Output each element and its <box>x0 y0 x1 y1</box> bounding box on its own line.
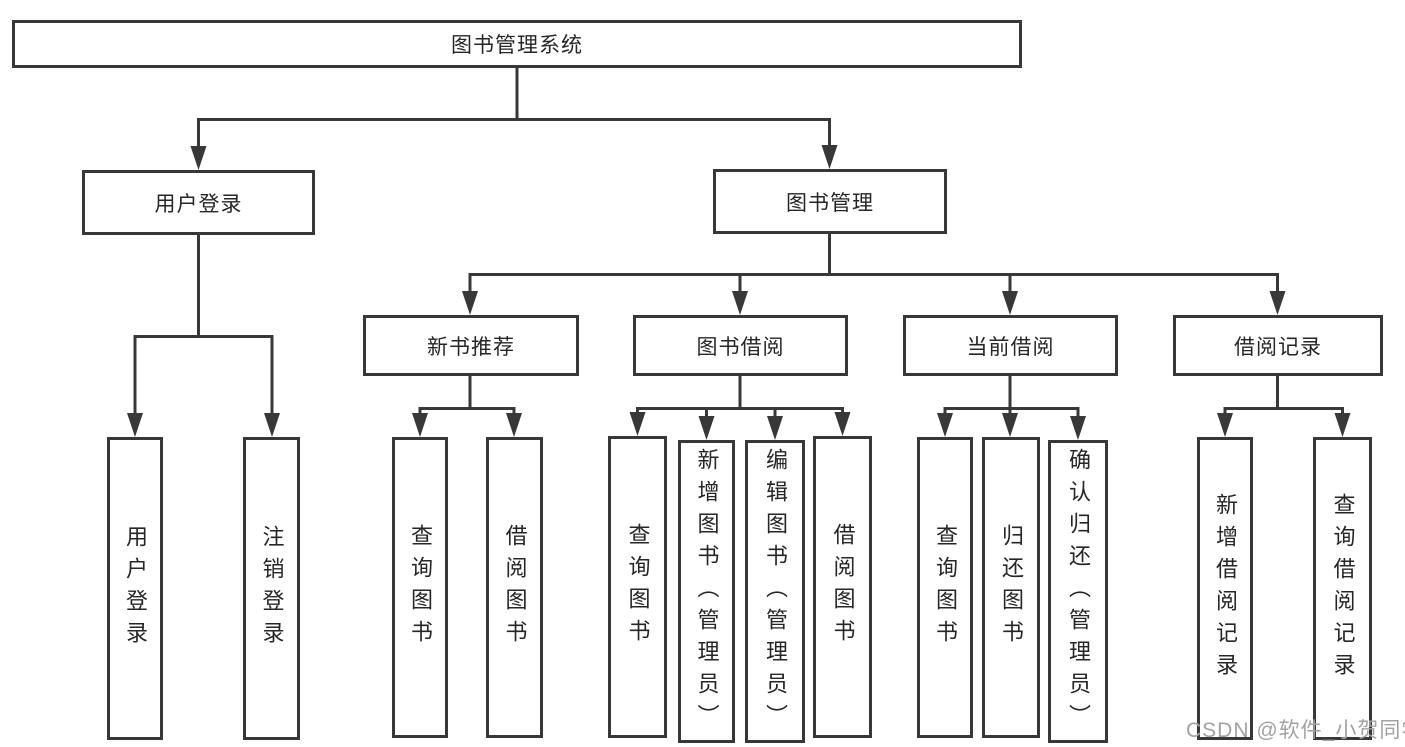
leaf-borrow-query-books: 查询图书 <box>608 436 667 738</box>
csdn-watermark: CSDN @软件_小贺同学 <box>1186 719 1405 742</box>
connector-arrowheads <box>127 145 1351 440</box>
leaf-current-query-books: 查询图书 <box>917 437 973 738</box>
leaf-borrow-edit-books-admin: 编辑图书（管理员） <box>745 440 805 743</box>
leaf-current-return-books: 归还图书 <box>982 437 1040 738</box>
leaf-current-confirm-return-admin: 确认归还（管理员） <box>1048 440 1108 743</box>
node-book-management: 图书管理 <box>713 169 947 234</box>
leaf-records-add-borrow-record: 新增借阅记录 <box>1197 437 1253 740</box>
node-library-management-system: 图书管理系统 <box>12 20 1022 68</box>
connector-lines <box>133 68 1344 419</box>
leaf-user-login: 用户登录 <box>107 437 163 740</box>
node-user-login: 用户登录 <box>82 170 315 235</box>
leaf-recommend-query-books: 查询图书 <box>392 437 448 738</box>
node-current-borrow: 当前借阅 <box>903 315 1118 376</box>
leaf-records-query-borrow-record: 查询借阅记录 <box>1313 437 1372 740</box>
leaf-logout: 注销登录 <box>243 437 300 740</box>
leaf-borrow-add-books-admin: 新增图书（管理员） <box>678 440 735 743</box>
leaf-recommend-borrow-books: 借阅图书 <box>486 437 543 738</box>
node-book-borrow: 图书借阅 <box>633 315 848 376</box>
node-borrow-records: 借阅记录 <box>1173 315 1383 376</box>
node-new-book-recommend: 新书推荐 <box>363 315 579 376</box>
leaf-borrow-borrow-books: 借阅图书 <box>813 436 872 738</box>
